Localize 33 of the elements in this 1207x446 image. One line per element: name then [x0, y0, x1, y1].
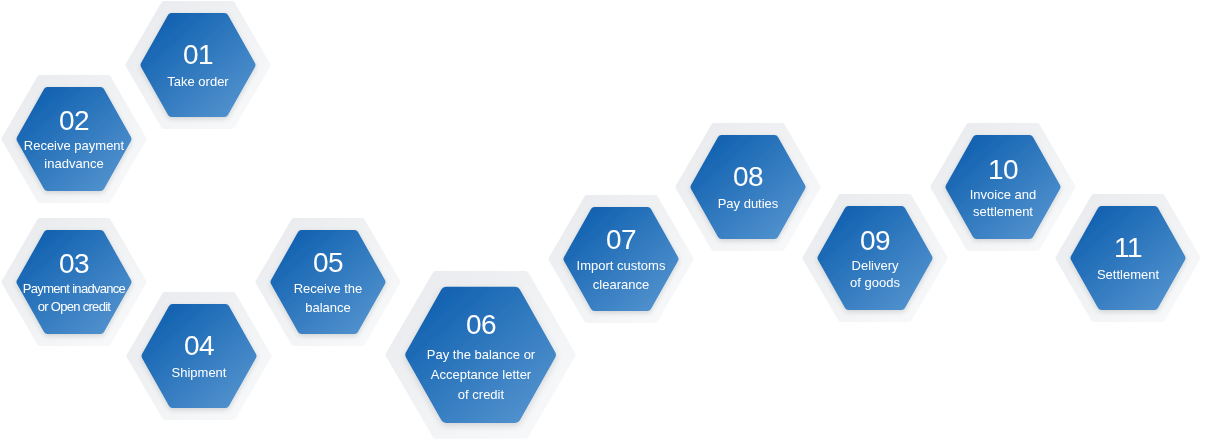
- step-number: 03: [58, 248, 90, 280]
- step-number: 05: [312, 247, 344, 279]
- step-label: Shipment: [170, 364, 228, 382]
- hexagon-step: [675, 123, 821, 251]
- step-number: 04: [183, 330, 215, 362]
- step-label: Delivery of goods: [849, 257, 901, 291]
- step-label: Import customs clearance: [575, 257, 667, 294]
- step-label: Receive payment inadvance: [22, 137, 126, 173]
- step-label: Settlement: [1095, 266, 1161, 284]
- hexagon-step: [1, 218, 147, 346]
- step-number: 10: [987, 154, 1019, 186]
- step-label: Receive the balance: [292, 280, 364, 317]
- hexagon-step: [1055, 194, 1201, 322]
- hexagon-step: [1, 75, 147, 203]
- step-number: 01: [182, 39, 214, 71]
- step-number: 06: [465, 309, 497, 341]
- hexagon-step: [125, 1, 271, 129]
- step-number: 11: [1113, 232, 1143, 264]
- step-label: Payment inadvance or Open credit: [21, 280, 127, 316]
- step-label: Take order: [166, 73, 230, 91]
- step-label: Pay the balance or Acceptance letter of credit: [425, 346, 537, 404]
- step-number: 08: [732, 161, 764, 193]
- step-label: Invoice and settlement: [968, 186, 1038, 220]
- hexagon-step: [255, 218, 401, 346]
- step-number: 07: [605, 224, 637, 256]
- step-number: 09: [859, 225, 891, 257]
- hexagon-step: [802, 194, 948, 322]
- hexagon-step: [126, 292, 272, 420]
- hexagon-step: [548, 195, 694, 323]
- hexagon-step: [930, 123, 1076, 251]
- step-label: Pay duties: [716, 195, 780, 213]
- step-number: 02: [58, 105, 90, 137]
- hexagon-step: [385, 271, 577, 439]
